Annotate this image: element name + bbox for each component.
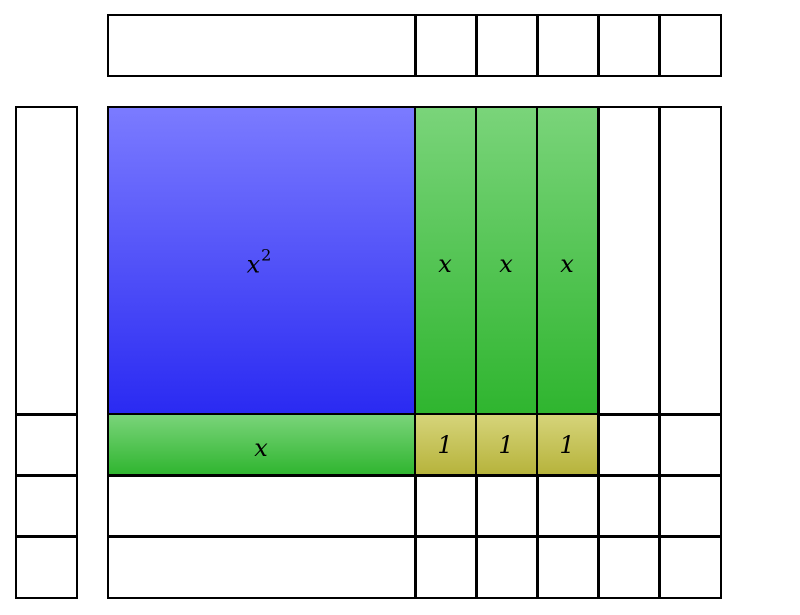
empty-cell	[414, 474, 478, 538]
unit-tile-label: 1	[498, 431, 514, 459]
x-tile-label: x	[254, 434, 268, 462]
empty-cell	[597, 106, 661, 416]
unit-tile	[536, 413, 600, 477]
empty-cell	[658, 413, 722, 477]
x-tile-horizontal	[107, 413, 417, 477]
x-squared-tile	[107, 106, 417, 416]
left-factor-x-cell	[15, 106, 78, 416]
top-factor-unit-cell	[597, 14, 661, 77]
x-tile-label: x	[438, 250, 452, 278]
x-tile-vertical	[536, 106, 600, 416]
x-squared-base: x	[246, 250, 261, 279]
unit-tile-label: 1	[559, 431, 575, 459]
x-squared-label: x2	[247, 246, 272, 279]
empty-cell	[107, 474, 417, 538]
empty-cell	[597, 413, 661, 477]
empty-cell	[597, 535, 661, 599]
left-factor-unit-cell	[15, 535, 78, 599]
x-tile-vertical	[414, 106, 478, 416]
top-factor-unit-cell	[536, 14, 600, 77]
empty-cell	[658, 474, 722, 538]
x-tile-label: x	[560, 250, 574, 278]
empty-cell	[658, 535, 722, 599]
unit-tile-label: 1	[437, 431, 453, 459]
empty-cell	[536, 535, 600, 599]
empty-cell	[107, 535, 417, 599]
top-factor-unit-cell	[414, 14, 478, 77]
empty-cell	[475, 474, 539, 538]
top-factor-x-cell	[107, 14, 417, 77]
empty-cell	[597, 474, 661, 538]
x-squared-exponent: 2	[261, 245, 272, 265]
empty-cell	[536, 474, 600, 538]
empty-cell	[414, 535, 478, 599]
top-factor-unit-cell	[475, 14, 539, 77]
empty-cell	[658, 106, 722, 416]
top-factor-unit-cell	[658, 14, 722, 77]
left-factor-unit-cell	[15, 474, 78, 538]
empty-cell	[475, 535, 539, 599]
x-tile-label: x	[499, 250, 513, 278]
unit-tile	[475, 413, 539, 477]
left-factor-unit-cell	[15, 413, 78, 477]
